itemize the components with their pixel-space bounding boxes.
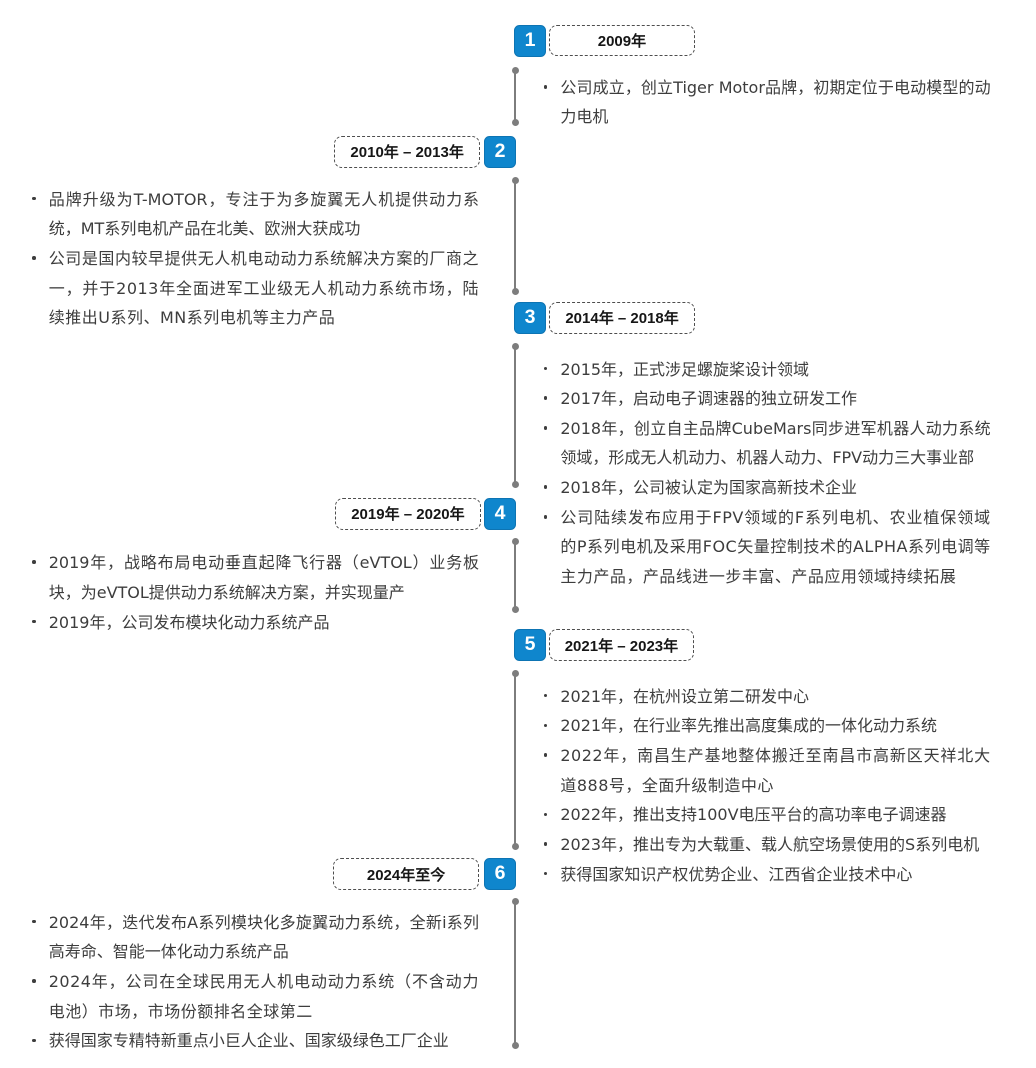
- milestone-text: 2017年，启动电子调速器的独立研发工作: [560, 389, 858, 409]
- list-item: 2018年，公司被认定为国家高新技术企业: [543, 473, 991, 503]
- period-label-2019-2020: 2019年 – 2020年: [335, 498, 481, 530]
- list-item: 2019年，公司发布模块化动力系统产品: [32, 608, 479, 638]
- period-label-2014-2018-text: 2014年 – 2018年: [565, 310, 679, 328]
- timeline-node-2-number: 2: [494, 140, 506, 163]
- period-label-2021-2023: 2021年 – 2023年: [548, 629, 695, 662]
- milestone-text: 品牌升级为T-MOTOR，专注于为多旋翼无人机提供动力系统，MT系列电机产品在北…: [48, 189, 480, 239]
- timeline-node-4-number: 4: [494, 502, 506, 525]
- milestone-list-2009: 公司成立，创立Tiger Motor品牌，初期定位于电动模型的动力电机: [543, 73, 991, 132]
- milestone-text: 公司成立，创立Tiger Motor品牌，初期定位于电动模型的动力电机: [560, 77, 991, 127]
- list-item: 2024年，公司在全球民用无人机电动动力系统（不含动力电池）市场，市场份额排名全…: [32, 967, 479, 1026]
- timeline-axis-segment-2: [510, 176, 520, 295]
- bullet-icon: [32, 1026, 49, 1056]
- bullet-icon: [543, 682, 561, 712]
- list-item: 2018年，创立自主品牌CubeMars同步进军机器人动力系统领域，形成无人机动…: [543, 414, 991, 473]
- timeline-node-5-number: 5: [524, 633, 536, 656]
- bullet-icon: [543, 384, 561, 414]
- timeline-axis-segment-5: [510, 669, 520, 851]
- milestone-list-2014-2018: 2015年，正式涉足螺旋桨设计领域 2017年，启动电子调速器的独立研发工作 2…: [543, 355, 991, 592]
- timeline-axis-segment-4: [510, 537, 520, 613]
- timeline-axis-segment-6: [510, 897, 520, 1049]
- timeline-axis-segment-1: [510, 66, 520, 126]
- milestone-text: 获得国家专精特新重点小巨人企业、国家级绿色工厂企业: [48, 1031, 449, 1051]
- bullet-icon: [543, 73, 561, 103]
- timeline-node-4: 4: [484, 497, 516, 530]
- milestone-text: 2019年，战略布局电动垂直起降飞行器（eVTOL）业务板块，为eVTOL提供动…: [48, 553, 480, 602]
- milestone-text: 2022年，推出支持100V电压平台的高功率电子调速器: [560, 805, 947, 825]
- list-item: 获得国家知识产权优势企业、江西省企业技术中心: [543, 860, 991, 890]
- milestone-list-2024-now: 2024年，迭代发布A系列模块化多旋翼动力系统，全新i系列高寿命、智能一体化动力…: [32, 908, 479, 1056]
- bullet-icon: [32, 608, 49, 638]
- period-label-2021-2023-text: 2021年 – 2023年: [564, 637, 679, 655]
- bullet-icon: [543, 473, 561, 503]
- milestone-text: 2024年，迭代发布A系列模块化多旋翼动力系统，全新i系列高寿命、智能一体化动力…: [48, 912, 480, 962]
- list-item: 2015年，正式涉足螺旋桨设计领域: [543, 355, 991, 385]
- period-label-2010-2013-text: 2010年 – 2013年: [350, 144, 464, 162]
- bullet-icon: [543, 860, 561, 890]
- timeline-node-6-number: 6: [494, 862, 506, 885]
- period-label-2009: 2009年: [549, 24, 695, 57]
- bullet-icon: [543, 503, 561, 533]
- bullet-icon: [543, 355, 561, 385]
- list-item: 公司陆续发布应用于FPV领域的F系列电机、农业植保领域的P系列电机及采用FOC矢…: [543, 503, 991, 592]
- list-item: 获得国家专精特新重点小巨人企业、国家级绿色工厂企业: [32, 1026, 479, 1056]
- bullet-icon: [32, 548, 49, 578]
- milestone-text: 2024年，公司在全球民用无人机电动动力系统（不含动力电池）市场，市场份额排名全…: [48, 972, 480, 1021]
- milestone-text: 2018年，创立自主品牌CubeMars同步进军机器人动力系统领域，形成无人机动…: [560, 418, 991, 468]
- bullet-icon: [543, 711, 561, 741]
- period-label-2019-2020-text: 2019年 – 2020年: [351, 506, 465, 524]
- timeline-axis-segment-3: [510, 342, 520, 489]
- timeline-node-6: 6: [484, 858, 516, 891]
- bullet-icon: [543, 414, 561, 444]
- milestone-list-2021-2023: 2021年，在杭州设立第二研发中心 2021年，在行业率先推出高度集成的一体化动…: [543, 682, 991, 890]
- milestone-list-2019-2020: 2019年，战略布局电动垂直起降飞行器（eVTOL）业务板块，为eVTOL提供动…: [32, 548, 479, 637]
- list-item: 公司成立，创立Tiger Motor品牌，初期定位于电动模型的动力电机: [543, 73, 991, 132]
- milestone-text: 2019年，公司发布模块化动力系统产品: [48, 612, 330, 632]
- milestone-text: 2021年，在行业率先推出高度集成的一体化动力系统: [560, 716, 938, 736]
- list-item: 品牌升级为T-MOTOR，专注于为多旋翼无人机提供动力系统，MT系列电机产品在北…: [32, 185, 479, 244]
- list-item: 2017年，启动电子调速器的独立研发工作: [543, 384, 991, 414]
- list-item: 2021年，在行业率先推出高度集成的一体化动力系统: [543, 711, 991, 741]
- timeline-node-3: 3: [514, 302, 546, 335]
- timeline-node-1: 1: [514, 24, 546, 57]
- bullet-icon: [543, 800, 561, 830]
- list-item: 公司是国内较早提供无人机电动动力系统解决方案的厂商之一，并于2013年全面进军工…: [32, 244, 479, 333]
- milestone-text: 2021年，在杭州设立第二研发中心: [560, 686, 810, 706]
- period-label-2024-now-text: 2024年至今: [366, 866, 446, 884]
- list-item: 2019年，战略布局电动垂直起降飞行器（eVTOL）业务板块，为eVTOL提供动…: [32, 548, 479, 607]
- list-item: 2022年，推出支持100V电压平台的高功率电子调速器: [543, 800, 991, 830]
- timeline-node-1-number: 1: [524, 29, 536, 52]
- bullet-icon: [32, 967, 49, 997]
- milestone-text: 获得国家知识产权优势企业、江西省企业技术中心: [560, 864, 913, 884]
- list-item: 2024年，迭代发布A系列模块化多旋翼动力系统，全新i系列高寿命、智能一体化动力…: [32, 908, 479, 967]
- timeline-node-2: 2: [484, 136, 516, 169]
- bullet-icon: [32, 244, 49, 274]
- period-label-2014-2018: 2014年 – 2018年: [549, 302, 695, 334]
- milestone-text: 2015年，正式涉足螺旋桨设计领域: [560, 359, 810, 379]
- timeline-node-5: 5: [514, 629, 546, 662]
- list-item: 2021年，在杭州设立第二研发中心: [543, 682, 991, 712]
- period-label-2009-text: 2009年: [597, 32, 647, 50]
- milestone-text: 公司是国内较早提供无人机电动动力系统解决方案的厂商之一，并于2013年全面进军工…: [48, 249, 480, 328]
- bullet-icon: [543, 741, 561, 771]
- milestone-text: 2022年，南昌生产基地整体搬迁至南昌市高新区天祥北大道888号，全面升级制造中…: [560, 746, 991, 795]
- period-label-2024-now: 2024年至今: [333, 858, 479, 891]
- bullet-icon: [32, 908, 49, 938]
- milestone-text: 2023年，推出专为大载重、载人航空场景使用的S系列电机: [560, 834, 980, 854]
- milestone-list-2010-2013: 品牌升级为T-MOTOR，专注于为多旋翼无人机提供动力系统，MT系列电机产品在北…: [32, 185, 479, 333]
- timeline-node-3-number: 3: [524, 306, 536, 329]
- list-item: 2023年，推出专为大载重、载人航空场景使用的S系列电机: [543, 830, 991, 860]
- milestone-text: 公司陆续发布应用于FPV领域的F系列电机、农业植保领域的P系列电机及采用FOC矢…: [560, 507, 991, 587]
- list-item: 2022年，南昌生产基地整体搬迁至南昌市高新区天祥北大道888号，全面升级制造中…: [543, 741, 991, 800]
- bullet-icon: [32, 185, 49, 215]
- period-label-2010-2013: 2010年 – 2013年: [334, 135, 480, 168]
- milestone-text: 2018年，公司被认定为国家高新技术企业: [560, 478, 858, 498]
- bullet-icon: [543, 830, 561, 860]
